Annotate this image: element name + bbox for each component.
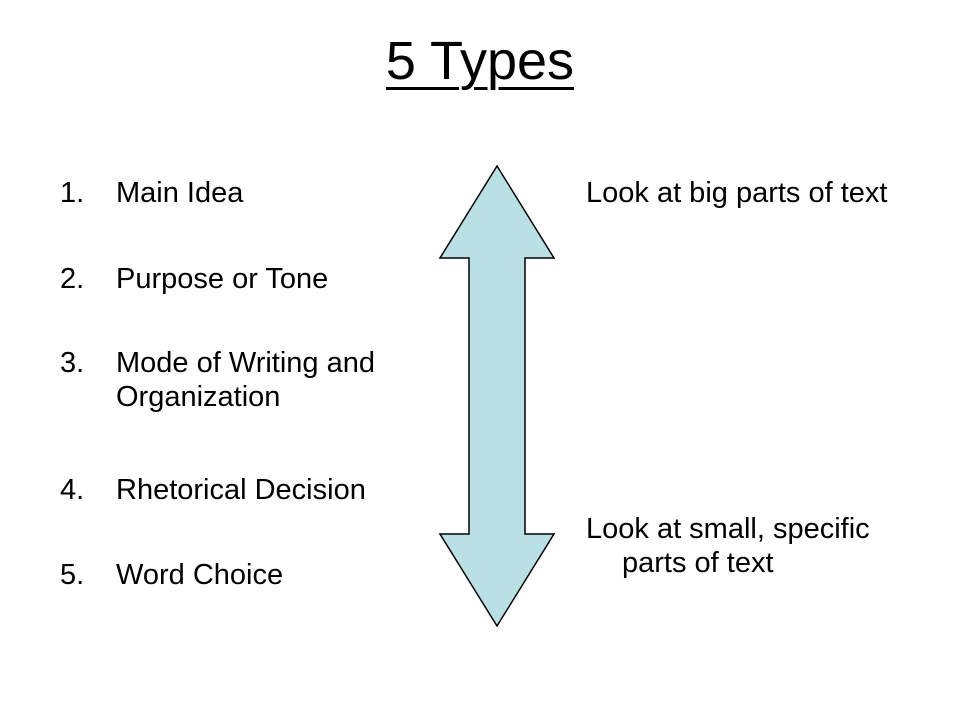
list-item-label: Purpose or Tone: [116, 263, 329, 295]
list-item-label: Mode of Writing and Organization: [116, 347, 375, 413]
list-item-label: Main Idea: [116, 177, 244, 209]
list-item-number: 3.: [60, 347, 85, 379]
note-small-parts: Look at small, specific parts of text: [586, 513, 870, 579]
list-item-rhetorical-decision: 4. Rhetorical Decision: [60, 473, 460, 507]
types-list: 1. Main Idea 2. Purpose or Tone 3. Mode …: [60, 0, 460, 720]
list-item-number: 5.: [60, 559, 85, 591]
double-headed-vertical-arrow-icon: [438, 164, 556, 628]
note-big-parts: Look at big parts of text: [586, 177, 888, 209]
list-item-label: Rhetorical Decision: [116, 474, 366, 506]
list-item-mode-of-writing: 3. Mode of Writing and Organization: [60, 346, 460, 414]
list-item-number: 1.: [60, 177, 85, 209]
list-item-number: 2.: [60, 263, 85, 295]
list-item-purpose-or-tone: 2. Purpose or Tone: [60, 262, 460, 296]
list-item-number: 4.: [60, 474, 85, 506]
list-item-label: Word Choice: [116, 559, 284, 591]
slide-title: 5 Types: [385, 31, 575, 91]
list-item-main-idea: 1. Main Idea: [60, 176, 460, 210]
list-item-word-choice: 5. Word Choice: [60, 558, 460, 592]
